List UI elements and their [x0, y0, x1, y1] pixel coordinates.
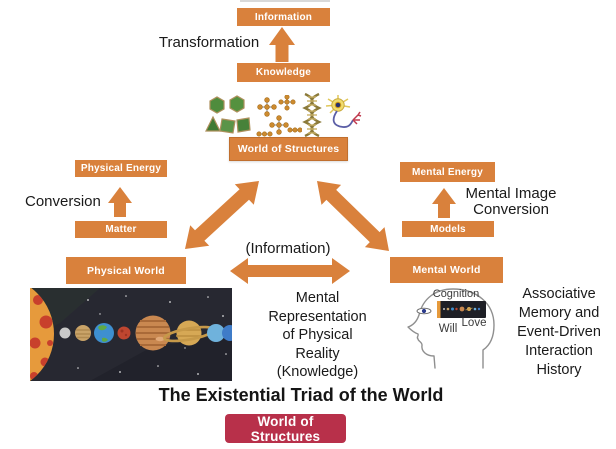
planet-venus	[75, 325, 91, 341]
box-physical-energy: Physical Energy	[75, 160, 167, 177]
molecules-icon	[256, 95, 302, 137]
planet-saturn	[163, 320, 215, 346]
double-arrow-structures-mental	[317, 181, 389, 251]
label-transformation: Transformation	[158, 34, 260, 51]
up-arrow-mental-conversion	[432, 188, 456, 218]
box-information: Information	[237, 8, 330, 26]
box-knowledge: Knowledge	[237, 63, 330, 82]
text-line: Representation	[268, 308, 367, 325]
text-line: Associative	[522, 286, 596, 302]
planet-uranus	[207, 324, 225, 342]
text-line: Reality	[295, 345, 340, 362]
planet-mercury	[59, 327, 71, 339]
text-line: (Knowledge)	[276, 364, 359, 380]
text-line: Mental	[295, 290, 340, 306]
associative-memory-text: Associative Memory and Event-Driven Inte…	[502, 285, 616, 380]
box-models: Models	[402, 221, 494, 237]
text-line: History	[536, 362, 582, 378]
up-arrow-transformation	[269, 27, 295, 62]
top-crop-line	[240, 0, 330, 2]
stars	[77, 295, 227, 375]
text-line: Interaction	[525, 343, 593, 359]
planet-jupiter	[135, 315, 171, 351]
solar-system-image	[30, 288, 232, 381]
neuron-icon	[325, 95, 362, 128]
label-information-link: (Information)	[245, 240, 331, 257]
diagram-title: The Existential Triad of the World	[158, 385, 444, 405]
double-arrow-physical-mental	[230, 258, 350, 284]
head-label-cognition: Cognition	[432, 288, 480, 300]
label-line: Mental Image	[465, 185, 557, 202]
mental-representation-text: Mental Representation of Physical Realit…	[240, 289, 395, 382]
world-of-structures-button[interactable]: World of Structures	[225, 414, 346, 444]
head-label-love: Love	[461, 317, 487, 329]
box-physical-world: Physical World	[66, 257, 186, 284]
text-line: Memory and	[518, 305, 600, 321]
mini-solar-memory-image	[437, 301, 486, 318]
box-mental-energy: Mental Energy	[400, 162, 495, 182]
up-arrow-conversion	[108, 187, 132, 217]
box-world-of-structures: World of Structures	[229, 137, 348, 161]
eye-pupil	[421, 308, 427, 314]
text-line: Event-Driven	[517, 324, 601, 340]
crystals-icon	[205, 95, 251, 134]
box-mental-world: Mental World	[390, 257, 503, 283]
box-matter: Matter	[75, 221, 167, 238]
planets	[59, 315, 232, 351]
text-line: of Physical	[282, 327, 353, 343]
label-line: Conversion	[473, 201, 549, 218]
planet-mars	[117, 326, 131, 340]
planet-neptune	[222, 325, 232, 341]
head-label-will: Will	[438, 323, 458, 335]
label-mental-image-conversion: Mental Image Conversion	[456, 186, 566, 218]
double-arrow-physical-structures	[185, 181, 259, 249]
head-profile-image	[407, 288, 495, 369]
dna-icon	[302, 92, 322, 137]
label-conversion: Conversion	[25, 193, 101, 210]
